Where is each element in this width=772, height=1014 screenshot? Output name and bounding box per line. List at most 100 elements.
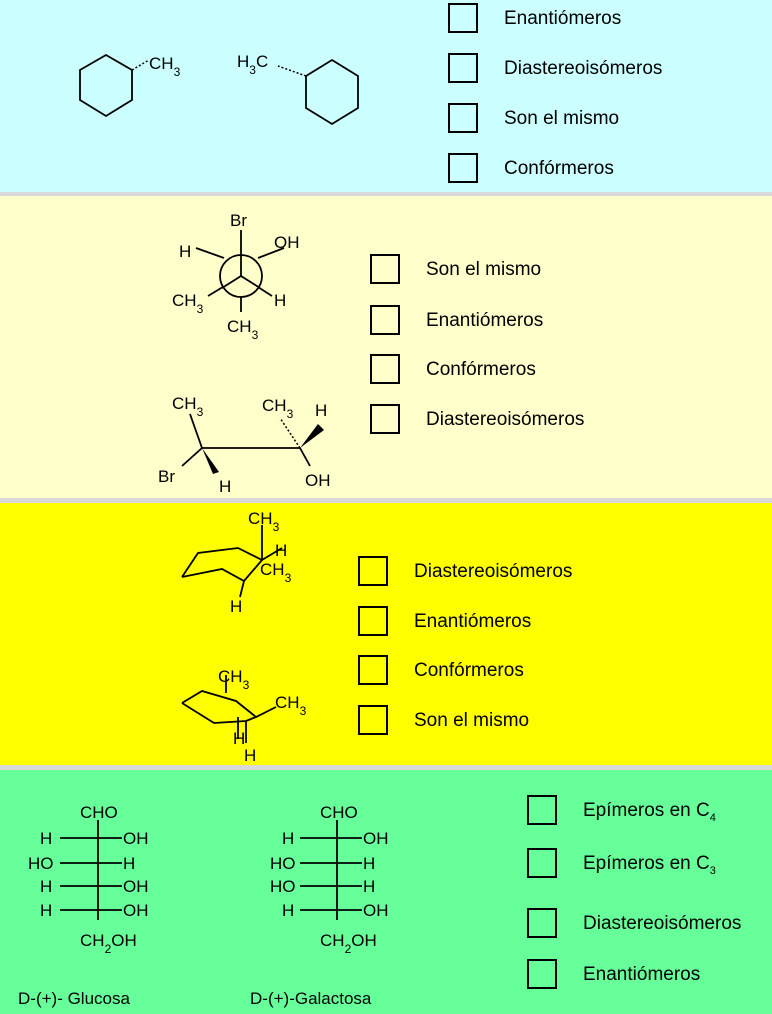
chair-a-eq-right2: CH3 [260, 560, 292, 585]
galactose-name: D-(+)-Galactosa [250, 989, 372, 1008]
q1-option-2-label: Diastereoisómeros [504, 58, 663, 79]
q4-checkbox-2[interactable] [527, 848, 557, 878]
q4-checkbox-4[interactable] [527, 959, 557, 989]
q2-checkbox-4[interactable] [370, 404, 400, 434]
wedge-c1-left: Br [158, 467, 175, 486]
q4-option-1-sub: 4 [709, 811, 716, 824]
chair-a-axial-bottom: H [230, 597, 242, 616]
q1-option-1-label: Enantiómeros [504, 8, 622, 29]
newman-front-bottom: CH3 [227, 317, 259, 342]
q1-checkbox-3[interactable] [448, 103, 478, 133]
chair-conformation-b: CH3 CH3 H H [181, 667, 307, 765]
glucose-row1-right: OH [123, 829, 149, 848]
q3-option-1-label: Diastereoisómeros [414, 561, 573, 582]
newman-front-left: CH3 [172, 291, 204, 316]
q2-checkbox-2[interactable] [370, 305, 400, 335]
q3-option-2-label: Enantiómeros [414, 611, 532, 632]
galactose-top: CHO [320, 803, 358, 822]
cyclohexane-ring-a [79, 53, 133, 118]
glucose-name: D-(+)- Glucosa [18, 989, 130, 1008]
q4-option-3-label: Diastereoisómeros [583, 913, 742, 934]
galactose-row3-right: H [363, 877, 375, 896]
newman-back-right: OH [274, 233, 300, 252]
glucose-fischer-projection: CHO H OH HO H H OH H OH CH2OH D-(+)- Glu… [18, 803, 149, 1008]
q1-option-4-label: Confórmeros [504, 158, 614, 179]
q1-option-3-label: Son el mismo [504, 108, 620, 129]
galactose-row4-right: OH [363, 901, 389, 920]
question-2-panel: Br H OH CH3 H CH3 CH3 Br H CH3 H OH Son … [0, 196, 772, 498]
q2-option-3-label: Confórmeros [426, 359, 536, 380]
galactose-row2-right: H [363, 854, 375, 873]
galactose-row1-right: OH [363, 829, 389, 848]
glucose-row4-right: OH [123, 901, 149, 920]
cyclohexane-ring-b [305, 58, 359, 126]
q4-option-2-sub: 3 [709, 864, 716, 877]
chair-b-axial-bottom: H [233, 729, 245, 748]
q4-option-2-text: Epímeros en C [583, 853, 710, 874]
galactose-row1-left: H [282, 829, 294, 848]
q2-checkbox-1[interactable] [370, 254, 400, 284]
q2-option-2-label: Enantiómeros [426, 310, 544, 331]
glucose-row1-left: H [40, 829, 52, 848]
glucose-top: CHO [80, 803, 118, 822]
q2-structures: Br H OH CH3 H CH3 CH3 Br H CH3 H OH [158, 211, 331, 496]
q4-checkbox-1[interactable] [527, 795, 557, 825]
newman-front-top: Br [230, 211, 247, 230]
panel-separator [0, 498, 772, 503]
q3-checkbox-4[interactable] [358, 705, 388, 735]
wedge-c2-bottom: OH [305, 471, 331, 490]
question-3-panel: CH3 H CH3 H CH3 CH3 H H Diastereoisómero… [0, 503, 772, 765]
galactose-bottom: CH2OH [320, 931, 377, 956]
panel-separator [0, 765, 772, 770]
panel-separator [0, 192, 772, 196]
q3-option-4-label: Son el mismo [414, 710, 530, 731]
q1-checkbox-1[interactable] [448, 3, 478, 33]
glucose-row2-left: HO [28, 854, 54, 873]
q3-checkbox-3[interactable] [358, 655, 388, 685]
question-1-panel: CH3 H3C Enantiómeros Diastereoisómeros S… [0, 0, 772, 192]
q3-structures: CH3 H CH3 H CH3 CH3 H H [181, 509, 307, 765]
wedge-c1-bottom: H [219, 477, 231, 496]
q2-checkbox-3[interactable] [370, 354, 400, 384]
galactose-row4-left: H [282, 901, 294, 920]
glucose-row3-right: OH [123, 877, 149, 896]
chair-b-eq-right: CH3 [275, 693, 307, 718]
newman-back-left: H [179, 242, 191, 261]
q4-checkbox-3[interactable] [527, 908, 557, 938]
glucose-row3-left: H [40, 877, 52, 896]
q1-checkbox-2[interactable] [448, 53, 478, 83]
q3-option-3-label: Confórmeros [414, 660, 524, 681]
wedge-c1-top: CH3 [172, 394, 204, 419]
wedge-c2-right: H [315, 401, 327, 420]
galactose-row3-left: HO [270, 877, 296, 896]
chair-b-axial-top: CH3 [218, 667, 250, 692]
chair-b-axial-bottom2: H [244, 746, 256, 765]
chair-a-eq-right: H [275, 541, 287, 560]
methyl-bond-a [131, 59, 150, 71]
glucose-row4-left: H [40, 901, 52, 920]
chair-a-axial-top: CH3 [248, 509, 280, 534]
wedge-projection: CH3 Br H CH3 H OH [158, 394, 331, 496]
newman-projection: Br H OH CH3 H CH3 [172, 211, 300, 342]
q2-option-1-label: Son el mismo [426, 259, 542, 280]
q4-option-1-text: Epímeros en C [583, 800, 710, 821]
chair-conformation-a: CH3 H CH3 H [181, 509, 292, 616]
q1-mol-a-substituent: CH3 [149, 54, 181, 79]
q3-checkbox-2[interactable] [358, 606, 388, 636]
galactose-row2-left: HO [270, 854, 296, 873]
q2-option-4-label: Diastereoisómeros [426, 409, 585, 430]
q3-checkbox-1[interactable] [358, 556, 388, 586]
wedge-c2-top: CH3 [262, 396, 294, 421]
q4-structures: CHO H OH HO H H OH H OH CH2OH D-(+)- Glu… [18, 803, 389, 1008]
q1-checkbox-4[interactable] [448, 153, 478, 183]
q1-structures: CH3 H3C [79, 52, 359, 126]
q4-option-1-label: Epímeros en C4 [583, 800, 716, 824]
galactose-fischer-projection: CHO H OH HO H HO H H OH CH2OH D-(+)-Gala… [250, 803, 389, 1008]
q1-mol-b-substituent: H3C [237, 52, 268, 77]
glucose-bottom: CH2OH [80, 931, 137, 956]
question-4-panel: CHO H OH HO H H OH H OH CH2OH D-(+)- Glu… [0, 770, 772, 1014]
q4-option-4-label: Enantiómeros [583, 964, 701, 985]
methyl-bond-b [277, 65, 307, 77]
newman-front-right: H [274, 291, 286, 310]
q4-option-2-label: Epímeros en C3 [583, 853, 716, 877]
